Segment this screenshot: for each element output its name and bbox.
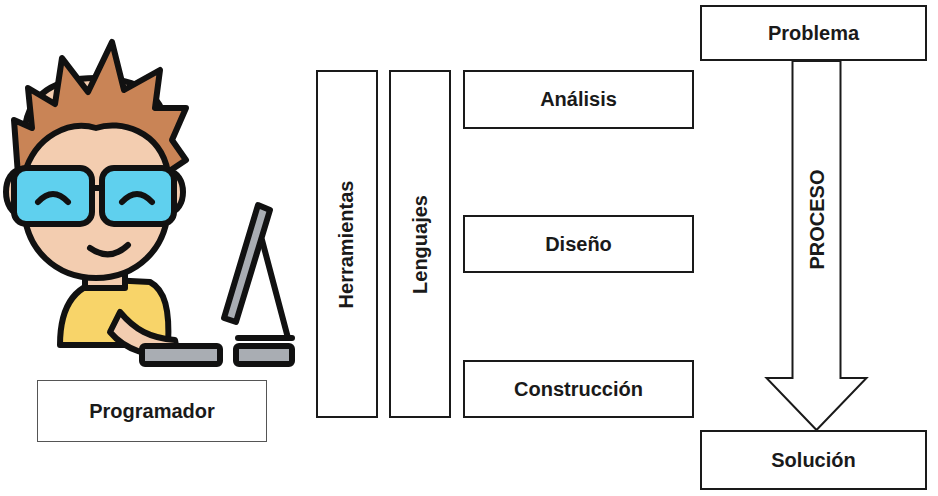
vertical-label: Herramientas <box>336 180 359 308</box>
vertical-label: Lenguajes <box>409 195 432 294</box>
box-label: Solución <box>771 449 855 472</box>
hair <box>14 42 186 175</box>
box-label: Construcción <box>514 378 643 401</box>
box-label: Análisis <box>540 88 617 111</box>
languages-bar: Lenguajes <box>389 70 451 418</box>
glasses-bridge <box>92 185 102 191</box>
solution-box: Solución <box>700 430 927 490</box>
mouth <box>90 245 128 254</box>
keyboard <box>142 346 220 364</box>
box-label: Programador <box>89 400 215 423</box>
problem-box: Problema <box>700 5 927 61</box>
eye <box>122 194 152 202</box>
monitor <box>224 205 270 322</box>
eye <box>38 194 68 202</box>
monitor-stand <box>262 240 288 338</box>
monitor-base <box>238 335 292 341</box>
arrow-label: PROCESO <box>805 166 828 272</box>
glasses-lens <box>14 168 92 224</box>
glasses-lens <box>102 168 174 224</box>
box-label: Problema <box>768 22 859 45</box>
box-label: Diseño <box>545 233 612 256</box>
programmer-label-box: Programador <box>37 380 267 442</box>
phase-box: Análisis <box>463 70 694 129</box>
process-arrow <box>767 61 867 430</box>
phase-box: Construcción <box>463 360 694 418</box>
tools-bar: Herramientas <box>316 70 378 418</box>
keyboard <box>236 346 292 364</box>
phase-box: Diseño <box>463 215 694 273</box>
